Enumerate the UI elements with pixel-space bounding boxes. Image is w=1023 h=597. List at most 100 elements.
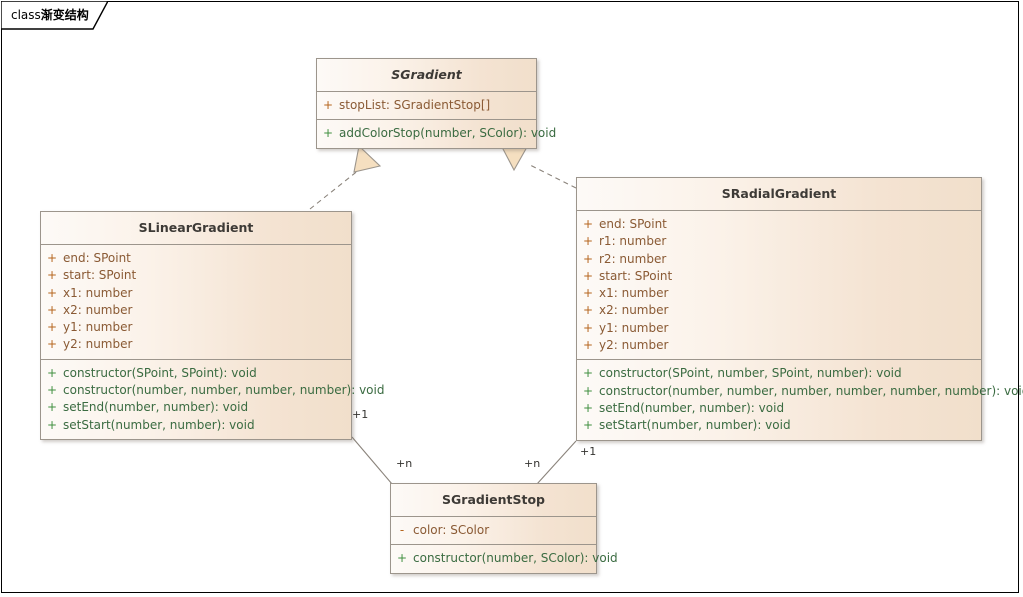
association-linear-to-stop [351, 436, 393, 485]
attribute-label: x1: number [599, 286, 669, 301]
visibility-marker: + [46, 365, 58, 380]
visibility-marker: + [582, 286, 594, 301]
operation-label: setEnd(number, number): void [599, 400, 785, 415]
operation-row: + addColorStop(number, SColor): void [317, 125, 556, 142]
operation-row: + constructor(number, number, number, nu… [577, 383, 1023, 400]
attribute-row: + y2: number [577, 337, 981, 354]
multiplicity-radial-source: +1 [580, 445, 597, 458]
attribute-row: + y2: number [41, 336, 351, 353]
operation-row: + constructor(number, SColor): void [391, 550, 618, 567]
operations-compartment-sradialgradient: + constructor(SPoint, number, SPoint, nu… [577, 359, 1023, 439]
operation-row: + constructor(number, number, number, nu… [41, 382, 385, 399]
class-name-sgradient: SGradient [391, 67, 462, 82]
visibility-marker: + [322, 98, 334, 112]
attribute-row: + y1: number [577, 320, 981, 337]
operation-label: constructor(number, number, number, numb… [599, 383, 1023, 398]
attribute-row: + start: SPoint [577, 268, 981, 285]
attribute-label: y2: number [599, 338, 669, 353]
attribute-row: + stopList: SGradientStop[] [317, 97, 536, 114]
attribute-row: + y1: number [41, 319, 351, 336]
attribute-label: end: SPoint [599, 217, 667, 231]
visibility-marker: + [46, 400, 58, 415]
association-radial-to-stop [536, 440, 577, 485]
attribute-row: + x1: number [41, 285, 351, 302]
diagram-title-label: class渐变结构 [11, 6, 89, 23]
operation-row: + setEnd(number, number): void [41, 399, 351, 416]
attributes-compartment-sradialgradient: + end: SPoint + r1: number + r2: number … [577, 210, 981, 359]
visibility-marker: + [46, 251, 58, 265]
operation-label: addColorStop(number, SColor): void [339, 126, 557, 141]
visibility-marker: + [322, 126, 334, 141]
attribute-label: y1: number [599, 320, 669, 335]
operation-row: + setEnd(number, number): void [577, 400, 981, 417]
class-box-sradialgradient[interactable]: SRadialGradient + end: SPoint + r1: numb… [576, 177, 1023, 441]
visibility-marker: + [582, 303, 594, 318]
class-name-sgradientstop: SGradientStop [442, 492, 545, 507]
visibility-marker: + [46, 383, 58, 398]
visibility-marker: + [582, 217, 594, 231]
attribute-row: + r1: number [577, 233, 981, 250]
attribute-row: - color: SColor [391, 522, 596, 539]
operations-compartment-sgradientstop: + constructor(number, SColor): void [391, 544, 618, 572]
realization-linear-to-gradient [309, 144, 382, 210]
visibility-marker: + [46, 417, 58, 432]
class-name-slineargradient: SLinearGradient [138, 220, 254, 235]
class-box-slineargradient[interactable]: SLinearGradient + end: SPoint + start: S… [40, 211, 385, 440]
class-box-sgradientstop[interactable]: SGradientStop - color: SColor + construc… [390, 483, 618, 574]
visibility-marker: + [582, 234, 594, 249]
realization-radial-to-gradient [501, 146, 577, 189]
attribute-label: x2: number [63, 302, 133, 317]
visibility-marker: + [582, 320, 594, 335]
visibility-marker: + [46, 320, 58, 335]
operations-compartment-slineargradient: + constructor(SPoint, SPoint): void + co… [41, 358, 385, 439]
visibility-marker: + [582, 268, 594, 283]
operation-label: setEnd(number, number): void [63, 400, 249, 415]
operation-label: setStart(number, number): void [599, 418, 791, 433]
operation-label: setStart(number, number): void [63, 417, 255, 432]
attribute-row: + x2: number [577, 302, 981, 319]
attribute-label: color: SColor [413, 523, 490, 537]
visibility-marker: + [582, 418, 594, 433]
visibility-marker: + [46, 337, 58, 352]
attribute-row: + end: SPoint [41, 250, 351, 267]
visibility-marker: + [582, 338, 594, 353]
visibility-marker: + [582, 383, 594, 398]
attribute-label: x2: number [599, 303, 669, 318]
attribute-label: stopList: SGradientStop[] [339, 98, 491, 112]
attributes-compartment-sgradientstop: - color: SColor [391, 516, 596, 544]
operation-row: + setStart(number, number): void [577, 417, 981, 434]
visibility-marker: + [582, 366, 594, 381]
multiplicity-linear-target: +n [396, 457, 413, 470]
title-tab-shape [1, 1, 108, 30]
visibility-marker: + [46, 268, 58, 283]
class-name-sradialgradient: SRadialGradient [721, 186, 837, 201]
attribute-row: + x2: number [41, 302, 351, 319]
operation-label: constructor(SPoint, SPoint): void [63, 365, 257, 380]
operation-row: + constructor(SPoint, SPoint): void [41, 365, 351, 382]
multiplicity-radial-target: +n [524, 457, 541, 470]
visibility-marker: + [46, 302, 58, 317]
visibility-marker: + [582, 251, 594, 266]
attribute-label: y1: number [63, 320, 133, 335]
operation-row: + setStart(number, number): void [41, 417, 351, 434]
attribute-label: r1: number [599, 234, 667, 249]
attribute-row: + x1: number [577, 285, 981, 302]
diagram-title-prefix: class [11, 8, 41, 22]
visibility-marker: + [46, 285, 58, 300]
attributes-compartment-sgradient: + stopList: SGradientStop[] [317, 91, 536, 119]
operation-label: constructor(SPoint, number, SPoint, numb… [599, 366, 902, 381]
diagram-title-tab[interactable]: class渐变结构 [1, 1, 108, 30]
attribute-label: r2: number [599, 251, 667, 266]
attribute-row: + start: SPoint [41, 267, 351, 284]
attribute-label: end: SPoint [63, 251, 131, 265]
visibility-marker: - [399, 523, 405, 537]
attribute-label: start: SPoint [63, 268, 137, 283]
attribute-row: + end: SPoint [577, 216, 981, 233]
multiplicity-linear-source: +1 [352, 408, 369, 421]
attribute-label: start: SPoint [599, 268, 673, 283]
visibility-marker: + [582, 400, 594, 415]
attribute-label: y2: number [63, 337, 133, 352]
class-box-sgradient[interactable]: SGradient + stopList: SGradientStop[] + … [316, 58, 556, 149]
operations-compartment-sgradient: + addColorStop(number, SColor): void [317, 119, 556, 147]
